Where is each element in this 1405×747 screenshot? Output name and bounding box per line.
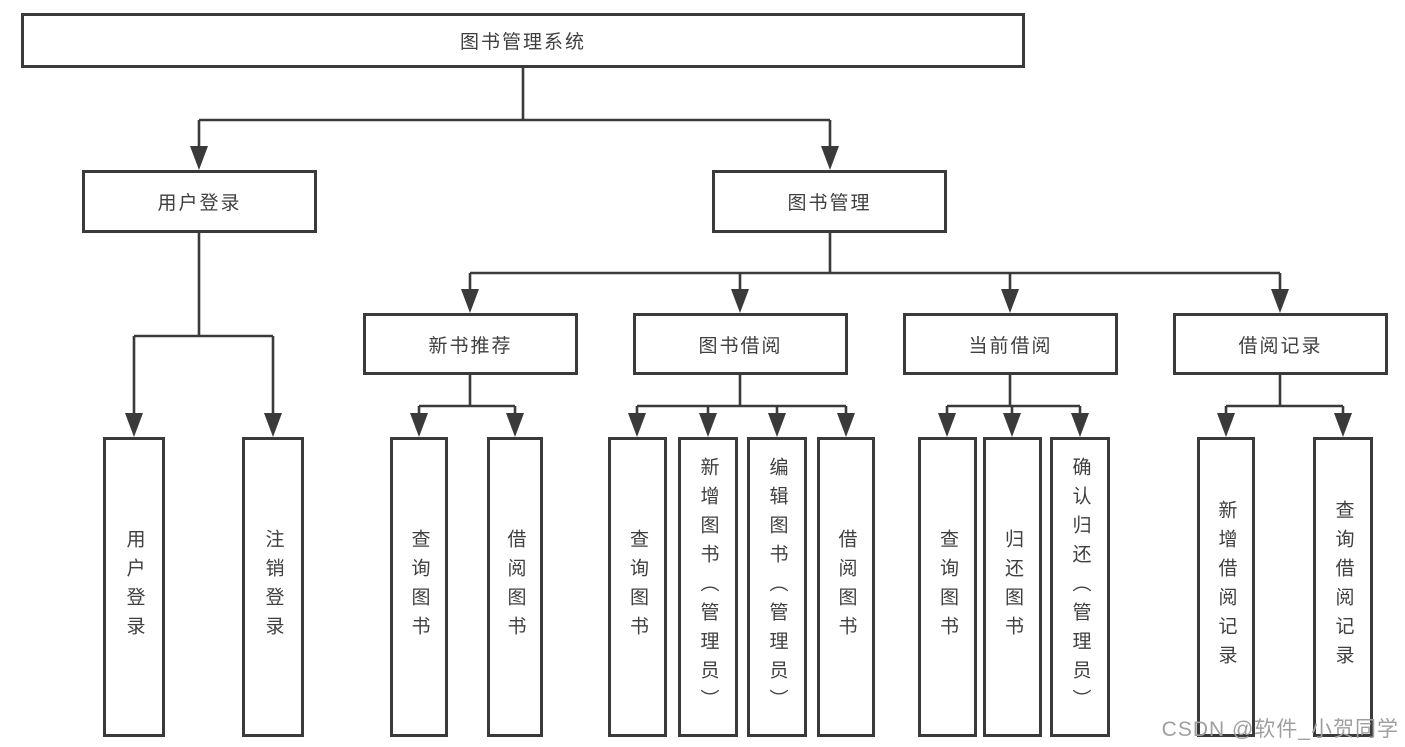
node-label: 图书管理 [787, 193, 872, 214]
node-label: 当前借阅 [968, 335, 1053, 357]
leaf-query-books-recommend: 查询图书 [390, 437, 448, 737]
node-library-management-system: 图书管理系统 [21, 13, 1025, 68]
node-new-book-recommend: 新书推荐 [363, 313, 578, 375]
node-label: 新增图书（管理员） [697, 456, 719, 718]
leaf-add-borrow-record: 新增借阅记录 [1197, 437, 1255, 737]
node-user-login-branch: 用户登录 [82, 170, 317, 233]
leaf-edit-book-admin: 编辑图书（管理员） [747, 437, 807, 737]
node-label: 借阅图书 [835, 529, 857, 645]
leaf-query-books-borrowing: 查询图书 [608, 437, 667, 737]
node-label: 新书推荐 [428, 335, 513, 357]
leaf-add-book-admin: 新增图书（管理员） [678, 437, 738, 737]
node-label: 归还图书 [1002, 529, 1023, 645]
leaf-query-borrow-record: 查询借阅记录 [1313, 437, 1373, 737]
node-label: 图书管理系统 [459, 32, 586, 53]
leaf-user-login: 用户登录 [103, 437, 165, 737]
node-current-borrowing: 当前借阅 [903, 313, 1118, 375]
leaf-borrow-books-recommend: 借阅图书 [487, 437, 543, 737]
node-label: 新增借阅记录 [1215, 500, 1237, 674]
node-label: 借阅记录 [1238, 335, 1323, 357]
leaf-borrow-books-borrowing: 借阅图书 [817, 437, 875, 737]
node-label: 借阅图书 [504, 529, 526, 645]
node-label: 查询借阅记录 [1332, 500, 1354, 674]
node-label: 用户登录 [157, 193, 242, 214]
leaf-return-books: 归还图书 [983, 437, 1042, 737]
node-label: 查询图书 [937, 529, 958, 645]
leaf-logout: 注销登录 [242, 437, 304, 737]
node-label: 查询图书 [627, 529, 648, 645]
node-borrowing-records: 借阅记录 [1173, 313, 1388, 375]
leaf-query-books-current: 查询图书 [918, 437, 977, 737]
node-label: 用户登录 [123, 529, 145, 645]
node-label: 查询图书 [408, 529, 430, 645]
node-book-borrowing: 图书借阅 [633, 313, 848, 375]
leaf-confirm-return-admin: 确认归还（管理员） [1050, 437, 1110, 737]
node-label: 注销登录 [262, 529, 284, 645]
node-label: 编辑图书（管理员） [766, 456, 788, 718]
node-label: 确认归还（管理员） [1069, 456, 1091, 718]
csdn-watermark: CSDN @软件_小贺同学 [1161, 718, 1399, 741]
node-label: 图书借阅 [698, 335, 783, 357]
node-book-management-branch: 图书管理 [712, 170, 947, 233]
